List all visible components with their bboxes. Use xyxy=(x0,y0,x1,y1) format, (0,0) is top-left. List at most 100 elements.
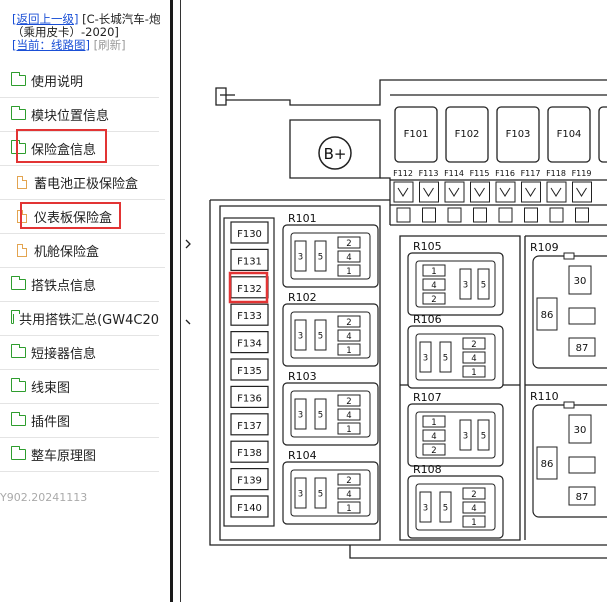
fuse-f140[interactable] xyxy=(230,495,269,518)
relay-tab xyxy=(563,401,575,409)
fuse-notch-icon xyxy=(499,187,511,197)
fuse-label: F130 xyxy=(237,229,262,240)
nav-item-connector-diagram[interactable]: 插件图 xyxy=(0,404,159,438)
fuse-notch-icon xyxy=(576,187,587,197)
nav-item-battery-fusebox[interactable]: 蓄电池正极保险盒 xyxy=(0,166,165,200)
relay-pin xyxy=(568,307,596,325)
fuse-notch-icon xyxy=(525,187,536,197)
fuse-label: F101 xyxy=(404,129,429,140)
nav-item-fusebox-info[interactable]: 保险盒信息 xyxy=(0,132,159,166)
relay-pin xyxy=(568,414,592,444)
relay-pin xyxy=(294,398,307,430)
relay-pin xyxy=(314,398,327,430)
breadcrumb: [C-长城汽车-炮（乘用皮卡）-2020] xyxy=(12,12,161,39)
nav-item-module-location[interactable]: 模块位置信息 xyxy=(0,98,159,132)
nav-item-schematic[interactable]: 整车原理图 xyxy=(0,438,159,472)
nav-item-dashboard-fusebox[interactable]: 仪表板保险盒 xyxy=(0,200,165,234)
relay-pin xyxy=(337,250,361,263)
nav-item-harness-diagram[interactable]: 线束图 xyxy=(0,370,159,404)
fuse-slot xyxy=(549,207,564,223)
back-link[interactable]: [返回上一级] xyxy=(12,12,79,26)
nav-item-shared-ground[interactable]: 共用搭铁汇总(GW4C20 xyxy=(0,302,159,336)
panel-divider[interactable] xyxy=(170,0,173,602)
left-nav-panel: [返回上一级] [C-长城汽车-炮（乘用皮卡）-2020] [当前：线路图] [… xyxy=(0,0,170,602)
nav-item-label: 共用搭铁汇总(GW4C20 xyxy=(19,313,159,328)
relay-pin-label: 3 xyxy=(298,490,303,500)
fuse-f139[interactable] xyxy=(230,468,269,491)
fuse-label: F136 xyxy=(237,393,262,404)
small-fuse-f115[interactable] xyxy=(470,181,490,203)
fuse-f134[interactable] xyxy=(230,331,269,354)
fuse-f104[interactable] xyxy=(547,106,591,163)
fuse-label: F103 xyxy=(506,129,531,140)
relay-pin-label: 2 xyxy=(346,476,351,486)
fuse-label: F133 xyxy=(237,311,262,322)
relay-pin-label: 87 xyxy=(576,343,589,354)
relay-pin-label: 4 xyxy=(346,332,351,342)
relay-pin xyxy=(337,408,361,421)
fuse-f133[interactable] xyxy=(230,303,269,326)
fuse-label: F131 xyxy=(237,256,262,267)
relay-pin-label: 30 xyxy=(574,276,587,287)
fuse-f135[interactable] xyxy=(230,358,269,381)
small-fuse-label: F116 xyxy=(495,169,515,178)
fuse-partial xyxy=(598,106,607,163)
relay-pin xyxy=(337,394,361,407)
fuse-slot xyxy=(473,207,487,223)
refresh-link[interactable]: [刷新] xyxy=(93,38,126,52)
relay-pin-label: 2 xyxy=(346,239,351,249)
nav-item-usage[interactable]: 使用说明 xyxy=(0,64,159,98)
relay-pin-label: 1 xyxy=(471,518,476,528)
relay-pin xyxy=(459,419,472,451)
small-fuse-f116[interactable] xyxy=(495,181,516,203)
nav-item-ground-points[interactable]: 搭铁点信息 xyxy=(0,268,159,302)
fuse-f130[interactable] xyxy=(230,221,269,244)
relay-pin xyxy=(568,456,596,474)
small-fuse-f118[interactable] xyxy=(546,181,567,203)
relay-pin xyxy=(422,264,446,277)
relay-pin-label: 1 xyxy=(431,267,436,277)
relay-pin xyxy=(462,487,486,500)
fuse-label: F134 xyxy=(237,339,262,350)
folder-icon xyxy=(10,412,26,426)
relay-inner xyxy=(415,411,496,459)
fuse-f102[interactable] xyxy=(445,106,489,163)
relay-pin xyxy=(337,315,361,328)
small-fuse-f117[interactable] xyxy=(521,181,541,203)
nav-item-shorting-connector[interactable]: 短接器信息 xyxy=(0,336,159,370)
small-fuse-f113[interactable] xyxy=(419,181,439,203)
battery-terminal-icon xyxy=(318,136,352,170)
fuse-f138[interactable] xyxy=(230,440,269,463)
fuse-f131[interactable] xyxy=(230,248,269,271)
relay-pin-label: 2 xyxy=(471,490,476,500)
small-fuse-label: F112 xyxy=(393,169,413,178)
folder-icon xyxy=(10,446,26,460)
relay-inner xyxy=(290,469,371,517)
small-fuse-f119[interactable] xyxy=(572,181,592,203)
relay-pin-label: 3 xyxy=(423,504,428,514)
relay-pin xyxy=(536,446,558,480)
relay-pin-label: 5 xyxy=(318,490,323,500)
relay-pin-label: 3 xyxy=(298,332,303,342)
fuse-f137[interactable] xyxy=(230,413,269,436)
current-view-link[interactable]: [当前：线路图] xyxy=(12,38,90,52)
document-icon xyxy=(17,175,28,189)
relay-label: R110 xyxy=(530,390,559,403)
nav-item-engine-fusebox[interactable]: 机舱保险盒 xyxy=(0,234,165,268)
relay-label: R101 xyxy=(288,212,317,225)
fuse-f101[interactable] xyxy=(394,106,438,163)
relay-pin xyxy=(462,337,486,350)
relay-pin-label: 5 xyxy=(318,253,323,263)
small-fuse-f112[interactable] xyxy=(393,181,414,203)
small-fuse-label: F113 xyxy=(419,169,439,178)
battery-label: B+ xyxy=(324,145,347,163)
relay-pin-label: 4 xyxy=(431,281,436,291)
small-fuse-f114[interactable] xyxy=(444,181,465,203)
relay-pin-label: 30 xyxy=(574,425,587,436)
fuse-f136[interactable] xyxy=(230,385,269,408)
fuse-f103[interactable] xyxy=(496,106,540,163)
relay-pin-label: 1 xyxy=(471,368,476,378)
relay-pin-label: 5 xyxy=(443,354,448,364)
